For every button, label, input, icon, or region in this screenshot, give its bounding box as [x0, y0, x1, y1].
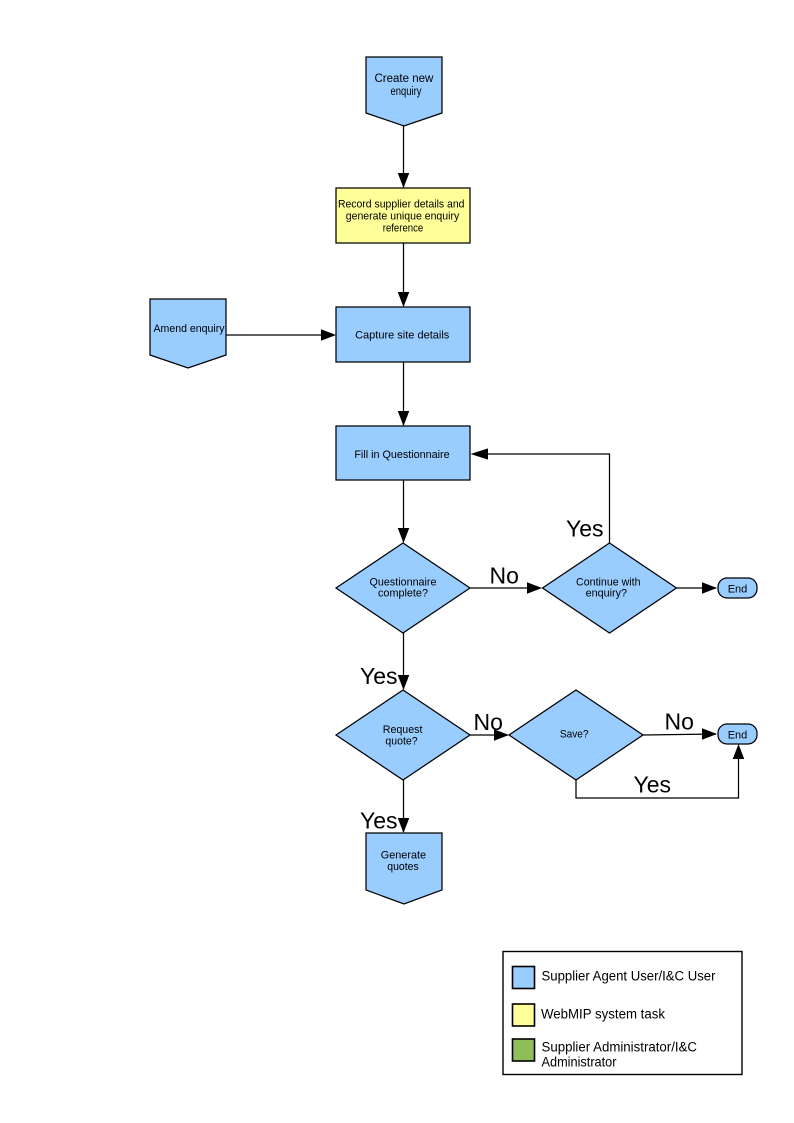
svg-text:quotes: quotes [387, 861, 419, 873]
svg-text:Capture site details: Capture site details [355, 329, 450, 341]
svg-text:enquiry?: enquiry? [586, 587, 627, 599]
svg-text:Generate: Generate [381, 850, 426, 862]
svg-text:Supplier Agent User/I&C User: Supplier Agent User/I&C User [542, 969, 716, 984]
svg-text:No: No [490, 563, 519, 589]
svg-text:Amend enquiry: Amend enquiry [154, 323, 225, 335]
svg-text:Create new: Create new [374, 73, 434, 85]
svg-text:Yes: Yes [360, 808, 398, 834]
svg-text:Yes: Yes [360, 663, 398, 689]
svg-text:End: End [728, 730, 748, 742]
svg-text:Save?: Save? [560, 728, 589, 740]
svg-text:generate unique enquiry: generate unique enquiry [346, 211, 460, 223]
svg-text:Yes: Yes [566, 516, 604, 542]
svg-text:No: No [665, 709, 694, 735]
svg-text:enquiry: enquiry [391, 86, 422, 98]
svg-text:Yes: Yes [634, 772, 672, 798]
svg-text:No: No [474, 709, 503, 735]
svg-text:End: End [728, 584, 748, 596]
svg-text:complete?: complete? [378, 587, 428, 599]
svg-text:Administrator: Administrator [542, 1055, 617, 1070]
svg-text:Supplier Administrator/I&C: Supplier Administrator/I&C [542, 1040, 698, 1055]
svg-text:Fill in Questionnaire: Fill in Questionnaire [354, 449, 449, 461]
svg-text:quote?: quote? [385, 735, 417, 747]
svg-text:reference: reference [383, 223, 424, 235]
svg-text:Record supplier details and: Record supplier details and [338, 199, 465, 211]
svg-text:Questionnaire: Questionnaire [370, 577, 437, 589]
svg-text:Request: Request [383, 724, 423, 736]
svg-text:WebMIP system task: WebMIP system task [541, 1007, 665, 1022]
svg-text:Continue with: Continue with [576, 577, 641, 589]
